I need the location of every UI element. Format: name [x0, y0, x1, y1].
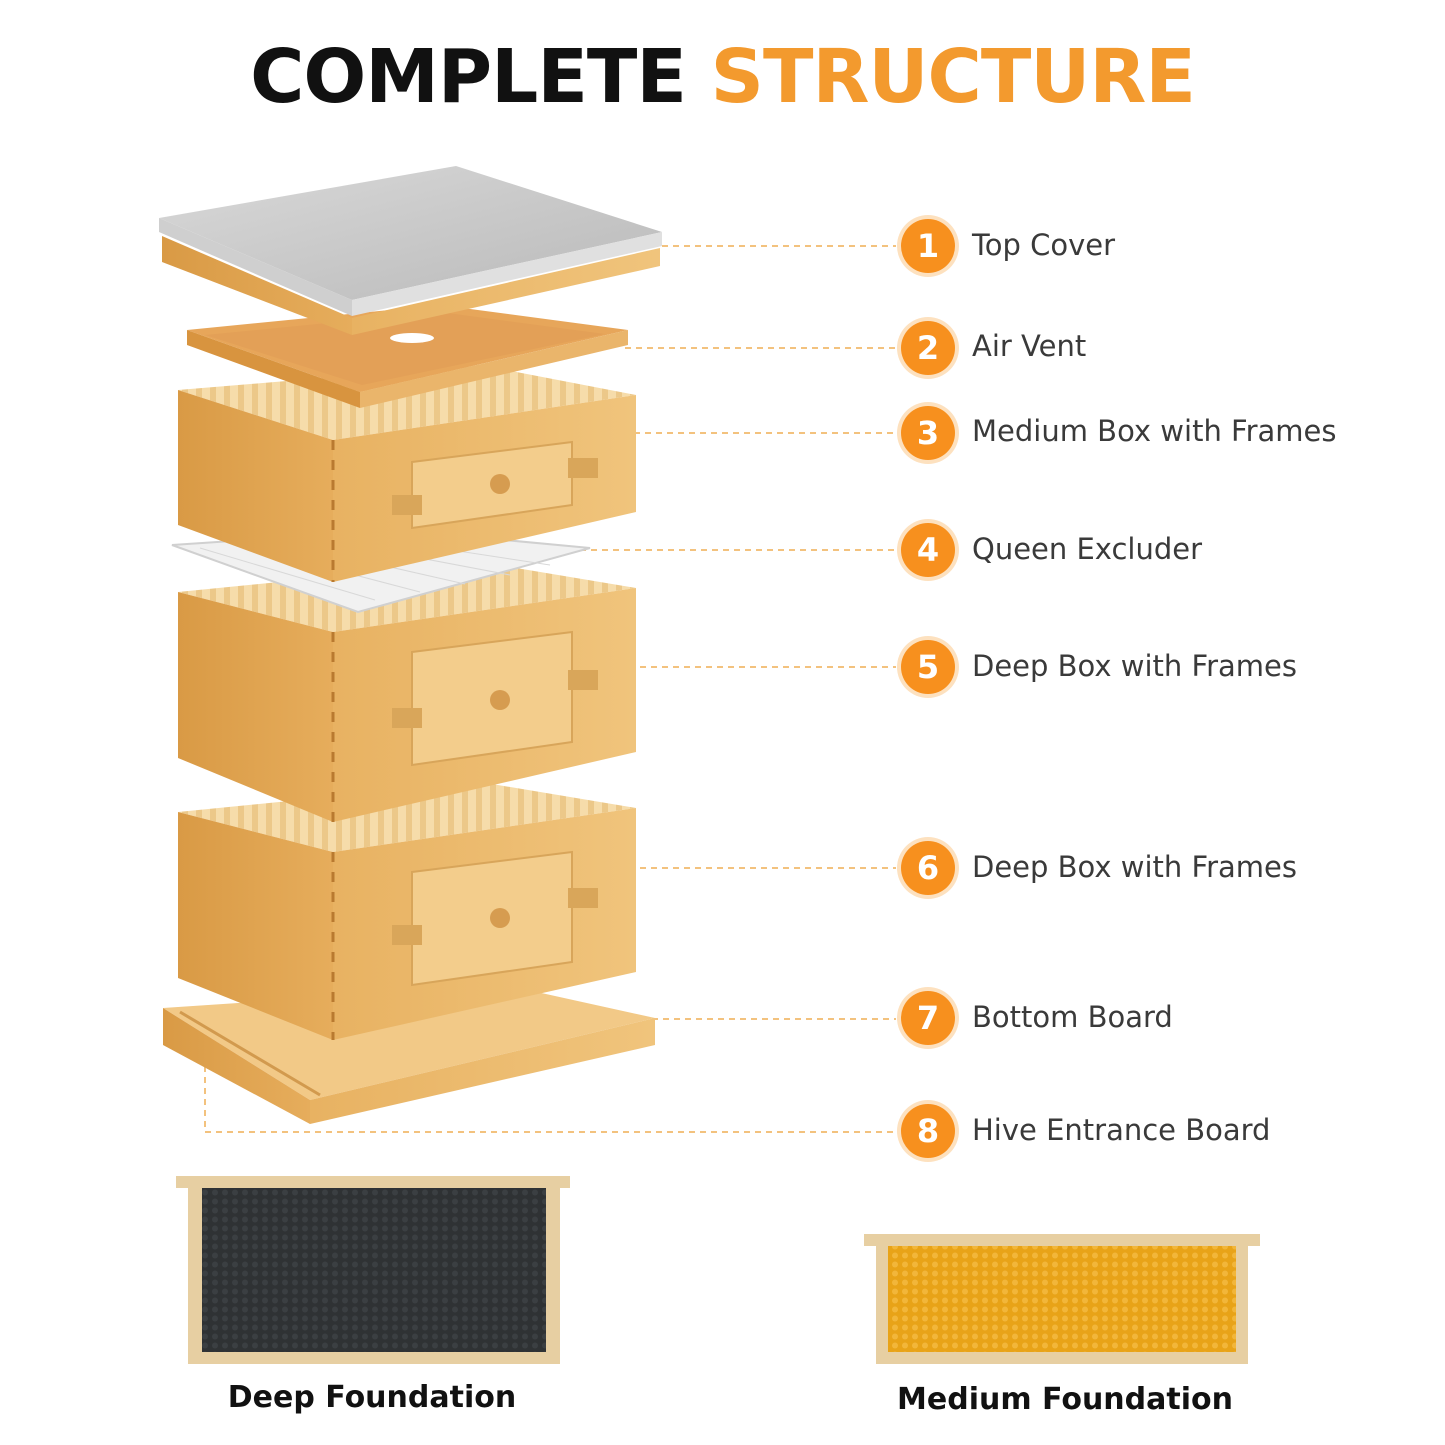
callout-label-bottom-board: Bottom Board [972, 1000, 1173, 1034]
medium-foundation-frame [864, 1234, 1260, 1364]
title-word-2: STRUCTURE [710, 34, 1196, 120]
deep-foundation-frame [176, 1176, 570, 1364]
callout-badge-1: 1 [901, 219, 955, 273]
callout-label-deep-box-upper: Deep Box with Frames [972, 649, 1297, 683]
title-word-1: COMPLETE [250, 34, 687, 120]
deep-box-lower [178, 782, 636, 1040]
callout-badge-8: 8 [901, 1104, 955, 1158]
leader-lines [204, 245, 896, 1133]
callout-badge-3: 3 [901, 406, 955, 460]
callout-label-medium-box: Medium Box with Frames [972, 414, 1337, 448]
callout-badge-4: 4 [901, 523, 955, 577]
deep-box-upper [178, 562, 636, 822]
callout-badge-5: 5 [901, 640, 955, 694]
callout-label-air-vent: Air Vent [972, 329, 1087, 363]
page-title: COMPLETE STRUCTURE [0, 40, 1445, 114]
top-cover [159, 166, 662, 335]
inner-cover [187, 305, 628, 408]
callout-badge-6: 6 [901, 841, 955, 895]
callout-label-deep-box-lower: Deep Box with Frames [972, 850, 1297, 884]
callout-badge-7: 7 [901, 991, 955, 1045]
callout-badge-2: 2 [901, 321, 955, 375]
callout-label-hive-entrance-board: Hive Entrance Board [972, 1113, 1271, 1147]
caption-deep-foundation: Deep Foundation [227, 1380, 517, 1415]
callout-label-queen-excluder: Queen Excluder [972, 532, 1203, 566]
medium-box [178, 365, 636, 582]
callout-label-top-cover: Top Cover [972, 228, 1116, 262]
leader-line-8 [204, 1055, 896, 1133]
caption-medium-foundation: Medium Foundation [897, 1382, 1233, 1417]
